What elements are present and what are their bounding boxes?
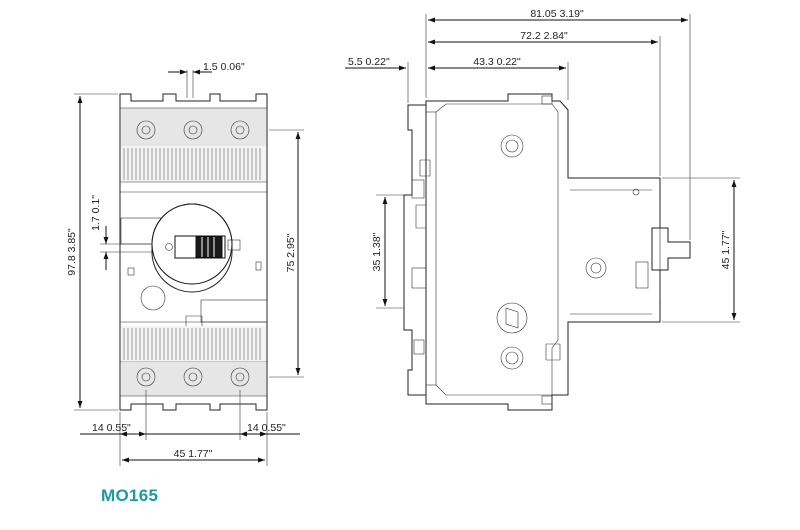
- top-terminal-screws: [136, 120, 250, 140]
- bottom-terminal-panel: [121, 362, 266, 396]
- dim-left-margin: 14 0.55": [92, 422, 131, 434]
- dim-mount-width: 45 1.77": [174, 448, 213, 460]
- knob-dial: [151, 203, 233, 293]
- dim-step-height: 45 1.77": [720, 230, 732, 269]
- bottom-terminal-hole: [500, 346, 524, 370]
- dim-rail-height: 35 1.38": [371, 232, 383, 271]
- side-housing: [425, 93, 661, 411]
- dim-knob-offset: 1.7 0.1": [90, 195, 102, 231]
- dim-rear-offset: 5.5 0.22": [348, 56, 390, 68]
- dim-overall-height: 97.8 3.85": [66, 228, 78, 276]
- dim-overall-depth: 81.05 3.19": [530, 8, 584, 20]
- side-knob: [496, 302, 528, 334]
- side-dimensions: [345, 14, 740, 323]
- dim-rail-depth: 72.2 2.84": [520, 30, 568, 42]
- dim-front-depth: 43.3 0.22": [473, 56, 521, 68]
- side-view: [403, 93, 691, 411]
- test-button: [140, 285, 166, 311]
- dim-right-margin: 14 0.55": [247, 422, 286, 434]
- dim-mount-height: 75 2.95": [285, 233, 297, 272]
- model-label: MO165: [101, 486, 159, 505]
- mounting-clip: [403, 104, 429, 396]
- top-terminal-hole: [500, 134, 524, 158]
- bottom-ribs: [123, 328, 261, 360]
- front-view: [119, 93, 268, 411]
- top-ribs: [123, 148, 261, 180]
- indicator-lamp: [585, 257, 607, 279]
- front-dimensions: [74, 69, 304, 466]
- bottom-terminal-screws: [136, 367, 250, 387]
- top-terminal-panel: [121, 108, 266, 146]
- dim-top-offset: 1.5 0.06": [203, 61, 245, 73]
